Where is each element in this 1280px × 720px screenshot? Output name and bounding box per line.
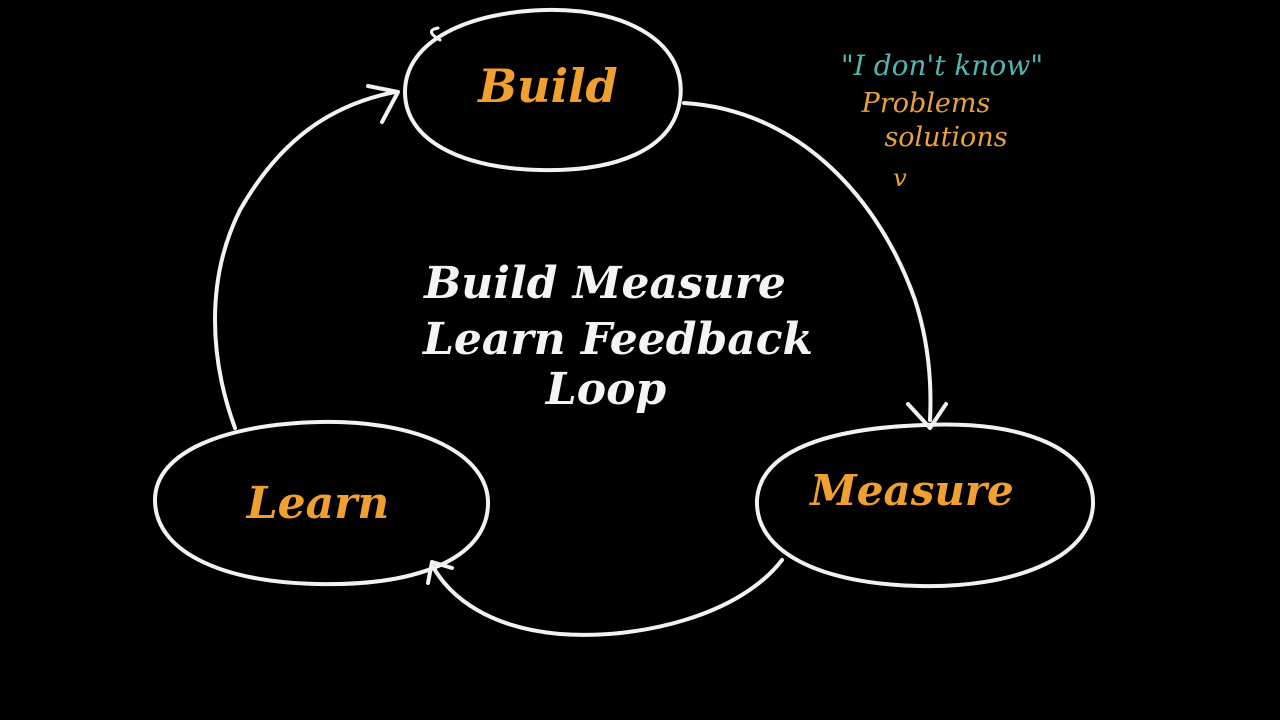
side-notes: "I don't know" Problems solutions v [841, 49, 1043, 192]
center-title-line-3: Loop [544, 364, 667, 415]
measure-ellipse [754, 422, 1096, 589]
learn-label: Learn [245, 478, 390, 529]
center-title-line-2: Learn Feedback [421, 314, 813, 365]
center-title: Build Measure Learn Feedback Loop [421, 258, 813, 415]
note-solutions: solutions [884, 122, 1007, 153]
measure-node: Measure [754, 422, 1096, 589]
learn-ellipse [152, 419, 491, 587]
note-quote: "I don't know" [841, 49, 1043, 82]
arrow-measure-to-learn [426, 558, 784, 637]
build-ellipse [402, 7, 683, 173]
center-title-line-1: Build Measure [422, 258, 786, 309]
build-node: Build [402, 7, 683, 173]
build-label: Build [476, 59, 617, 113]
learn-node: Learn [152, 419, 491, 587]
arrowhead-learn-icon [426, 560, 454, 585]
arrowhead-measure-icon [906, 402, 948, 430]
note-mark: v [893, 164, 907, 192]
measure-label: Measure [808, 466, 1013, 515]
arrow-learn-to-build [213, 84, 400, 430]
arrowhead-build-icon [366, 84, 400, 124]
note-problems: Problems [861, 88, 991, 119]
arrow-build-to-measure [682, 101, 948, 430]
